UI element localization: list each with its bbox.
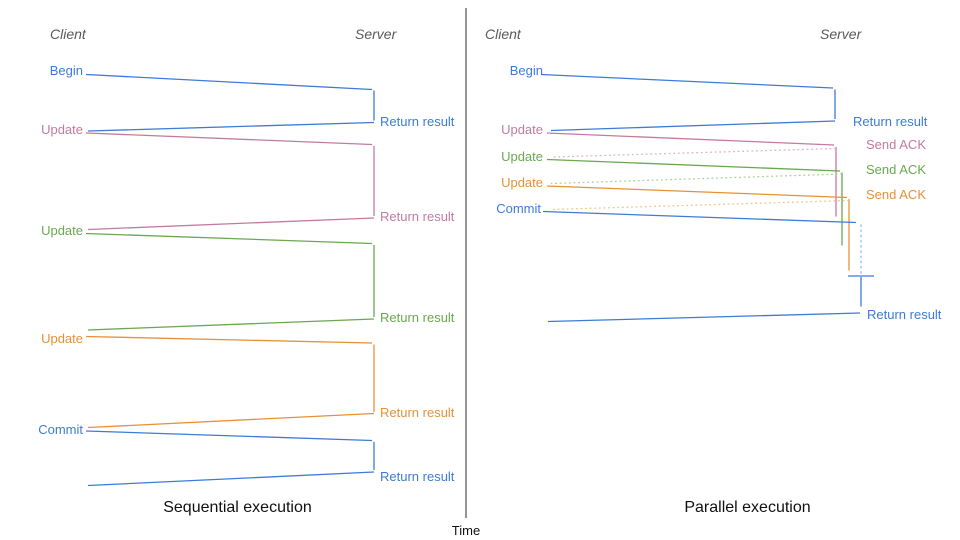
- seq-update1-return-arrow: [87, 217, 375, 231]
- seq-return-result-3: Return result: [380, 310, 455, 325]
- par-update1-request-arrow: [546, 132, 835, 146]
- par-msg-commit-label: Commit: [496, 201, 541, 216]
- par-flow-update-2: [546, 158, 843, 246]
- par-msg-update1-label: Update: [501, 122, 543, 137]
- par-msg-update3-label: Update: [501, 175, 543, 190]
- seq-update2-return-arrow: [87, 318, 375, 331]
- par-return-result-2: Return result: [867, 307, 942, 322]
- seq-commit-return-arrow: [87, 471, 375, 487]
- seq-flow-begin: [85, 73, 375, 132]
- par-client-header: Client: [485, 26, 521, 42]
- seq-client-header: Client: [50, 26, 86, 42]
- par-begin-return-arrow: [550, 120, 836, 132]
- seq-flow-commit: [85, 430, 375, 487]
- seq-begin-request-arrow: [85, 73, 373, 91]
- par-send-ack-2: Send ACK: [866, 162, 926, 177]
- seq-update3-return-arrow: [87, 412, 375, 429]
- seq-begin-return-arrow: [87, 121, 375, 132]
- seq-return-result-5: Return result: [380, 469, 455, 484]
- par-send-ack-1: Send ACK: [866, 137, 926, 152]
- seq-server-header: Server: [355, 26, 397, 42]
- par-flow-commit: [542, 210, 874, 323]
- seq-msg-update2-label: Update: [41, 223, 83, 238]
- seq-commit-request-arrow: [85, 430, 373, 442]
- time-axis-label: Time: [451, 523, 481, 538]
- par-update2-request-arrow: [546, 158, 841, 172]
- par-return-result-1: Return result: [853, 114, 928, 129]
- par-panel-title: Parallel execution: [684, 499, 811, 516]
- seq-update2-request-arrow: [85, 232, 373, 245]
- par-send-ack-3: Send ACK: [866, 187, 926, 202]
- seq-flow-update-3: [85, 335, 375, 429]
- seq-update3-request-arrow: [85, 335, 373, 344]
- par-flow-update-3: [546, 185, 850, 271]
- seq-return-result-4: Return result: [380, 405, 455, 420]
- seq-msg-update1-label: Update: [41, 122, 83, 137]
- seq-return-result-1: Return result: [380, 114, 455, 129]
- par-commit-request-arrow: [542, 210, 857, 224]
- par-update3-request-arrow: [546, 185, 848, 199]
- par-begin-request-arrow: [540, 73, 834, 89]
- par-server-header: Server: [820, 26, 862, 42]
- seq-flow-update-1: [85, 132, 375, 231]
- seq-panel-title: Sequential execution: [163, 499, 312, 516]
- seq-flow-update-2: [85, 232, 375, 331]
- seq-msg-commit-label: Commit: [38, 422, 83, 437]
- seq-return-result-2: Return result: [380, 209, 455, 224]
- par-msg-update2-label: Update: [501, 149, 543, 164]
- par-update1-ack-dotted-arrow: [550, 147, 837, 158]
- par-commit-return-arrow: [547, 312, 861, 323]
- par-update2-ack-dotted-arrow: [550, 173, 843, 185]
- seq-msg-begin-label: Begin: [49, 63, 83, 78]
- par-flow-begin: [540, 73, 836, 132]
- par-msg-begin-label: Begin: [509, 63, 543, 78]
- par-update3-ack-dotted-arrow: [550, 199, 850, 211]
- seq-msg-update3-label: Update: [41, 331, 83, 346]
- par-flow-update-1: [546, 132, 837, 217]
- seq-update1-request-arrow: [85, 132, 373, 146]
